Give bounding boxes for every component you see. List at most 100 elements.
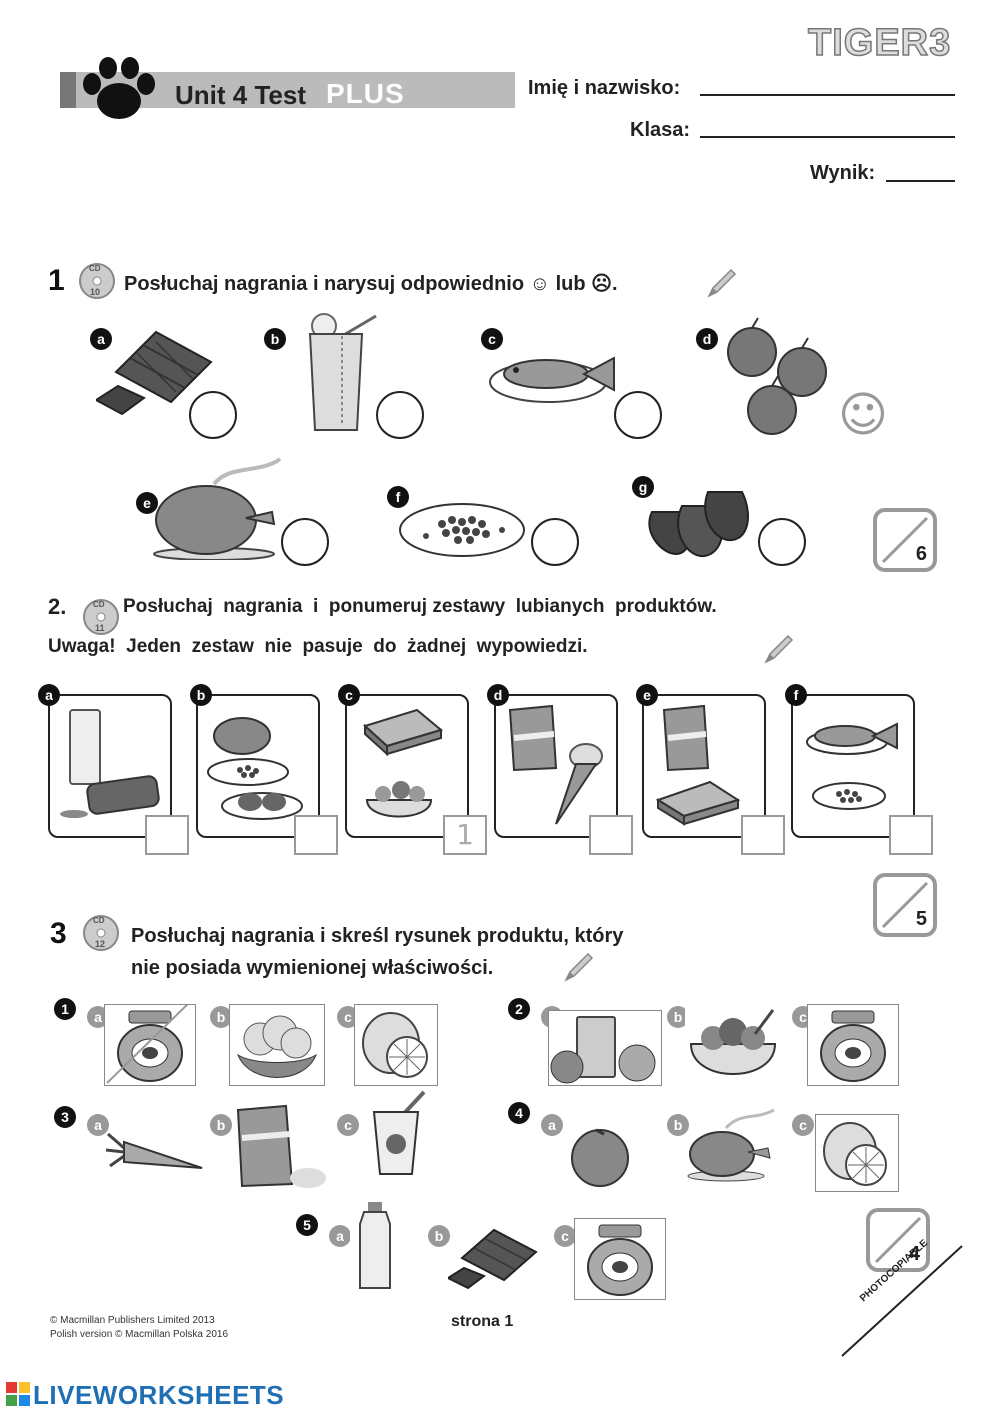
option-letter: c (792, 1114, 814, 1136)
score-max: 4 (908, 1243, 920, 1265)
answer-circle[interactable] (189, 391, 237, 439)
photocopiable-corner-line (840, 1240, 970, 1360)
set-frame-d (494, 694, 618, 838)
copyright-line-1: © Macmillan Publishers Limited 2013 (50, 1315, 215, 1326)
cd-icon (78, 262, 116, 300)
roast-chicken-image (150, 454, 282, 560)
score-max: 6 (915, 543, 927, 565)
answer-text: ☺ (838, 387, 889, 443)
smiley-answer[interactable]: ☺ (838, 390, 888, 440)
option-letter: b (667, 1114, 689, 1136)
cd-label: CD (89, 264, 101, 273)
class-label: Klasa: (630, 119, 691, 141)
page-number: strona 1 (451, 1313, 514, 1330)
paw-icon (78, 56, 160, 122)
set-frame-f (791, 694, 915, 838)
strawberries-image (642, 482, 752, 558)
set-letter: d (487, 684, 509, 706)
jam-jar-image[interactable] (807, 1004, 899, 1086)
answer-box[interactable] (589, 815, 633, 855)
water-bottle-image[interactable] (350, 1200, 400, 1294)
score-field[interactable] (886, 168, 955, 182)
peas-plate-image (398, 500, 526, 560)
answer-box[interactable] (145, 815, 189, 855)
option-letter: b (428, 1225, 450, 1247)
option-letter: a (329, 1225, 351, 1247)
item-letter: c (481, 328, 503, 350)
cd-icon (82, 598, 120, 636)
cauliflower-image[interactable] (229, 1004, 325, 1086)
pencil-icon (705, 266, 739, 300)
cd-label: CD (93, 916, 105, 925)
answer-box[interactable] (294, 815, 338, 855)
cd-number: 11 (95, 623, 105, 633)
cd-label: CD (93, 600, 105, 609)
answer-box[interactable]: 1 (443, 815, 487, 855)
flour-bag-image[interactable] (232, 1104, 328, 1190)
answer-box[interactable] (741, 815, 785, 855)
set-frame-a (48, 694, 172, 838)
chocolate-bar-image[interactable] (448, 1224, 538, 1290)
q2-instruction: Posłuchaj nagrania i ponumeruj zestawy l… (123, 596, 717, 617)
option-letter: c (337, 1114, 359, 1136)
apples-image (722, 314, 838, 438)
lemon-image[interactable] (354, 1004, 438, 1086)
yogurt-cup-image[interactable] (368, 1090, 432, 1178)
answer-circle[interactable] (531, 518, 579, 566)
option-letter: b (667, 1006, 689, 1028)
set-letter: c (338, 684, 360, 706)
set-letter: e (636, 684, 658, 706)
answer-circle[interactable] (376, 391, 424, 439)
fish-plate-image (488, 342, 618, 408)
answer-circle[interactable] (614, 391, 662, 439)
set-letter: f (785, 684, 807, 706)
option-letter: a (87, 1006, 109, 1028)
q1-instruction: Posłuchaj nagrania i narysuj odpowiednio… (124, 273, 618, 295)
q2-number: 2. (48, 594, 67, 619)
answer-box[interactable] (889, 815, 933, 855)
item-letter: b (264, 328, 286, 350)
orange-image[interactable] (568, 1124, 632, 1188)
q1-score-box[interactable]: 6 (873, 508, 937, 572)
liveworksheets-brand[interactable]: LIVEWORKSHEETS (33, 1380, 285, 1410)
q3-score-box[interactable]: 4 (866, 1208, 930, 1272)
option-letter: a (541, 1114, 563, 1136)
juice-glass-image (302, 312, 382, 434)
q2-warning: Uwaga! Jeden zestaw nie pasuje do żadnej… (48, 636, 588, 657)
cd-icon (82, 914, 120, 952)
group-number: 3 (54, 1106, 76, 1128)
liveworksheets-logo-icon (6, 1382, 30, 1406)
cd-number: 12 (95, 939, 106, 949)
class-field[interactable] (700, 124, 955, 138)
group-number: 2 (508, 998, 530, 1020)
q3-instruction-1: Posłuchaj nagrania i skreśl rysunek prod… (131, 925, 624, 947)
chocolate-bar-image (96, 322, 216, 422)
score-label: Wynik: (810, 162, 876, 184)
lemon-image[interactable] (815, 1114, 899, 1192)
roast-chicken-image[interactable] (686, 1106, 776, 1182)
banner-dark-strip (60, 72, 76, 108)
item-letter: d (696, 328, 718, 350)
set-frame-e (642, 694, 766, 838)
jam-jar-image[interactable] (104, 1004, 196, 1086)
q2-score-box[interactable]: 5 (873, 873, 937, 937)
salad-bowl-image[interactable] (685, 1004, 781, 1084)
score-max: 5 (915, 908, 927, 930)
tiger-logo: TIGER3 (807, 21, 952, 65)
answer-circle[interactable] (281, 518, 329, 566)
juice-oranges-image[interactable] (548, 1010, 662, 1086)
carrot-image[interactable] (104, 1126, 204, 1176)
q3-number: 3 (50, 917, 67, 950)
item-letter: f (387, 486, 409, 508)
set-letter: a (38, 684, 60, 706)
jam-jar-image[interactable] (574, 1218, 666, 1300)
cd-number: 10 (90, 287, 101, 297)
copyright-line-2: Polish version © Macmillan Polska 2016 (50, 1329, 229, 1340)
answer-circle[interactable] (758, 518, 806, 566)
option-letter: b (210, 1006, 232, 1028)
item-letter: e (136, 492, 158, 514)
set-frame-b (196, 694, 320, 838)
option-letter: b (210, 1114, 232, 1136)
plus-label: PLUS (326, 78, 405, 109)
name-field[interactable] (700, 82, 955, 96)
